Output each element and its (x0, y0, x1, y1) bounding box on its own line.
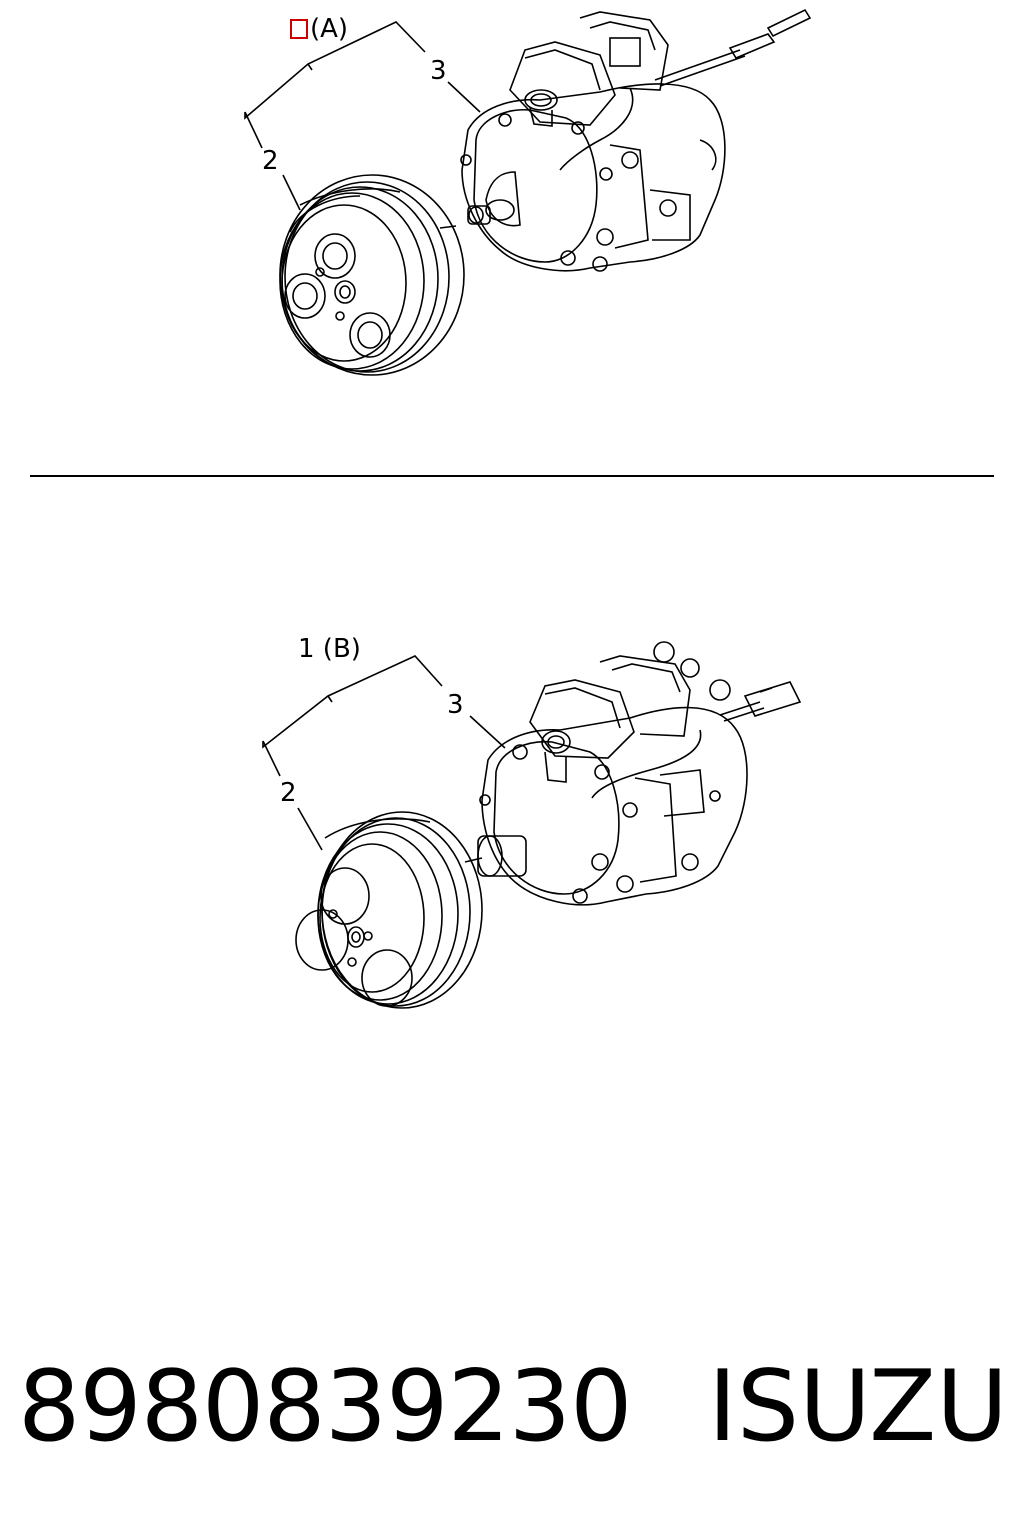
compressor-b (477, 641, 802, 906)
callout-2-a: 2 (262, 146, 279, 176)
callout-group-a: (A) (290, 16, 348, 42)
part-number: 8980839230 (18, 1350, 633, 1464)
pulley-assembly-a (279, 174, 465, 376)
diagram-b-leaders (262, 655, 506, 851)
diagram-a-leaders (244, 21, 481, 211)
callout-2-b: 2 (280, 778, 297, 808)
compressor-a (460, 8, 812, 272)
red-marker-icon (290, 19, 308, 39)
brand-name: ISUZU (708, 1350, 1008, 1464)
diagram-a: (A) 2 3 (0, 0, 1024, 470)
pulley-assembly-b (295, 811, 483, 1009)
footer: 8980839230 ISUZU (18, 1352, 1008, 1462)
diagram-a-drawing (244, 8, 812, 376)
section-divider (30, 475, 994, 477)
callout-3-b: 3 (447, 690, 464, 720)
callout-group-a-label: (A) (310, 14, 349, 44)
diagram-b: 1 (B) 2 3 (0, 600, 1024, 1030)
diagram-b-drawing (262, 641, 802, 1009)
callout-3-a: 3 (430, 56, 447, 86)
callout-group-b: 1 (B) (298, 634, 361, 664)
